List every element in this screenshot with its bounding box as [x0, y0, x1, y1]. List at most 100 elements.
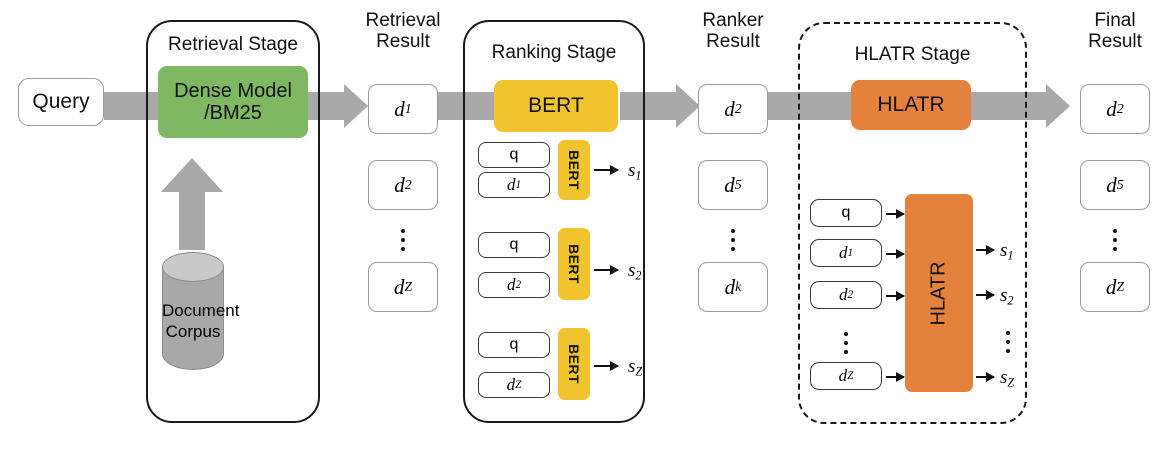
hlatr-input-dz-arrow — [886, 372, 905, 382]
hlatr-output-sz-arrow — [976, 372, 995, 382]
corpus-to-model-arrow — [161, 158, 223, 250]
hlatr-input-dz-sub: Z — [847, 370, 854, 382]
retrieval-result-ellipsis — [368, 224, 438, 256]
retrieval-result-item-2-base: d — [394, 172, 405, 197]
ranking-pair-3-score: sZ — [628, 356, 642, 380]
ranking-pair-1-score-base: s — [628, 160, 636, 181]
ranking-stage-container — [463, 20, 645, 423]
hlatr-input-q-arrow — [886, 209, 905, 219]
ranker-result-item-2-sub: 5 — [734, 177, 742, 192]
hlatr-stage-container — [798, 22, 1027, 424]
ranker-result-item-2-base: d — [724, 172, 735, 197]
hlatr-input-d1-sub: 1 — [847, 247, 854, 259]
flow-arrow-ranking-to-ranker-result — [620, 84, 700, 128]
retrieval-result-item-1-base: d — [394, 96, 405, 121]
hlatr-output-ellipsis — [994, 326, 1022, 358]
ranking-pair-1-score-sub: 1 — [635, 168, 642, 183]
ranking-pair-2-query-box: q — [478, 232, 550, 258]
bert-model-block: BERT — [494, 80, 618, 132]
ranking-pair-1-score-arrow — [594, 165, 619, 175]
hlatr-output-sz-sub: Z — [1007, 375, 1015, 390]
final-result-item-3-sub: Z — [1116, 279, 1125, 294]
ranking-pair-2-bert-label: BERT — [566, 244, 582, 284]
hlatr-output-s1-arrow — [976, 245, 995, 255]
ranking-pair-3-score-arrow — [594, 361, 619, 371]
ranking-pair-2-score-sub: 2 — [635, 268, 642, 283]
ranking-pair-2-doc-sub: 2 — [515, 279, 522, 291]
ranking-pair-3-bert-block: BERT — [558, 328, 590, 400]
hlatr-model-label: HLATR — [877, 93, 945, 117]
hlatr-vertical-block: HLATR — [905, 194, 973, 392]
dense-model-line1: Dense Model — [174, 79, 292, 102]
retrieval-result-item-2-sub: 2 — [404, 177, 412, 192]
hlatr-input-q: q — [810, 199, 882, 227]
ranking-pair-2-bert-block: BERT — [558, 228, 590, 300]
bert-model-label: BERT — [528, 94, 584, 118]
final-result-item-1-base: d — [1106, 96, 1117, 121]
ranking-pair-3-query-label: q — [509, 336, 519, 353]
hlatr-vertical-label: HLATR — [927, 260, 950, 326]
document-corpus-cylinder: Document Corpus — [162, 252, 240, 370]
hlatr-input-q-base: q — [841, 204, 851, 221]
retrieval-result-item-1-sub: 1 — [404, 101, 412, 116]
hlatr-output-sz-base: s — [1000, 367, 1008, 388]
ranker-result-item-3-base: d — [724, 274, 736, 299]
final-result-ellipsis — [1080, 224, 1150, 256]
hlatr-input-d2-arrow — [886, 291, 905, 301]
ranking-stage-title: Ranking Stage — [491, 42, 617, 63]
hlatr-input-dz-base: d — [838, 366, 848, 385]
hlatr-input-ellipsis — [810, 327, 882, 359]
dense-model-line2: /BM25 — [204, 102, 262, 124]
ranking-pair-3-score-sub: Z — [635, 364, 643, 379]
ranking-pair-1-doc-sub: 1 — [515, 179, 522, 191]
ranking-pair-1-score: s1 — [628, 160, 641, 184]
retrieval-result-item-3-base: d — [393, 274, 405, 299]
hlatr-output-s2-base: s — [1000, 285, 1008, 306]
ranking-pair-2-query-label: q — [509, 236, 519, 253]
ranking-pair-1-bert-label: BERT — [566, 150, 582, 190]
hlatr-output-s1-sub: 1 — [1007, 248, 1014, 263]
hlatr-stage-title: HLATR Stage — [854, 44, 971, 65]
retrieval-stage-title: Retrieval Stage — [168, 34, 298, 55]
ranking-pair-2-score-base: s — [628, 260, 636, 281]
ranker-result-item-3-sub: k — [735, 279, 742, 294]
ranking-pair-2-score-arrow — [594, 265, 619, 275]
final-result-item-2-base: d — [1106, 172, 1117, 197]
query-box: Query — [18, 78, 104, 126]
hlatr-output-s2: s2 — [1000, 285, 1013, 309]
hlatr-input-d2-base: d — [838, 285, 848, 304]
ranker-result-header: Ranker Result — [702, 10, 764, 52]
ranking-pair-3-score-base: s — [628, 356, 636, 377]
final-result-item-1-sub: 2 — [1116, 101, 1124, 116]
final-result-item-2-sub: 5 — [1116, 177, 1124, 192]
ranker-result-item-1-sub: 2 — [734, 101, 742, 116]
query-label: Query — [32, 90, 90, 113]
document-corpus-label: Document Corpus — [162, 301, 240, 342]
final-result-item-3-base: d — [1105, 274, 1117, 299]
dense-model-bm25-block: Dense Model /BM25 — [158, 66, 308, 138]
retrieval-result-header: Retrieval Result — [365, 10, 441, 52]
hlatr-input-d1-base: d — [838, 243, 848, 262]
hlatr-output-s1-base: s — [1000, 240, 1008, 261]
hlatr-output-sz: sZ — [1000, 367, 1014, 391]
ranking-pair-1-query-label: q — [509, 146, 519, 163]
ranker-result-item-1-base: d — [724, 96, 735, 121]
ranking-pair-3-bert-label: BERT — [566, 344, 582, 384]
retrieval-stage-container — [146, 20, 320, 423]
ranker-result-ellipsis — [698, 224, 768, 256]
final-result-header: Final Result — [1088, 10, 1142, 52]
